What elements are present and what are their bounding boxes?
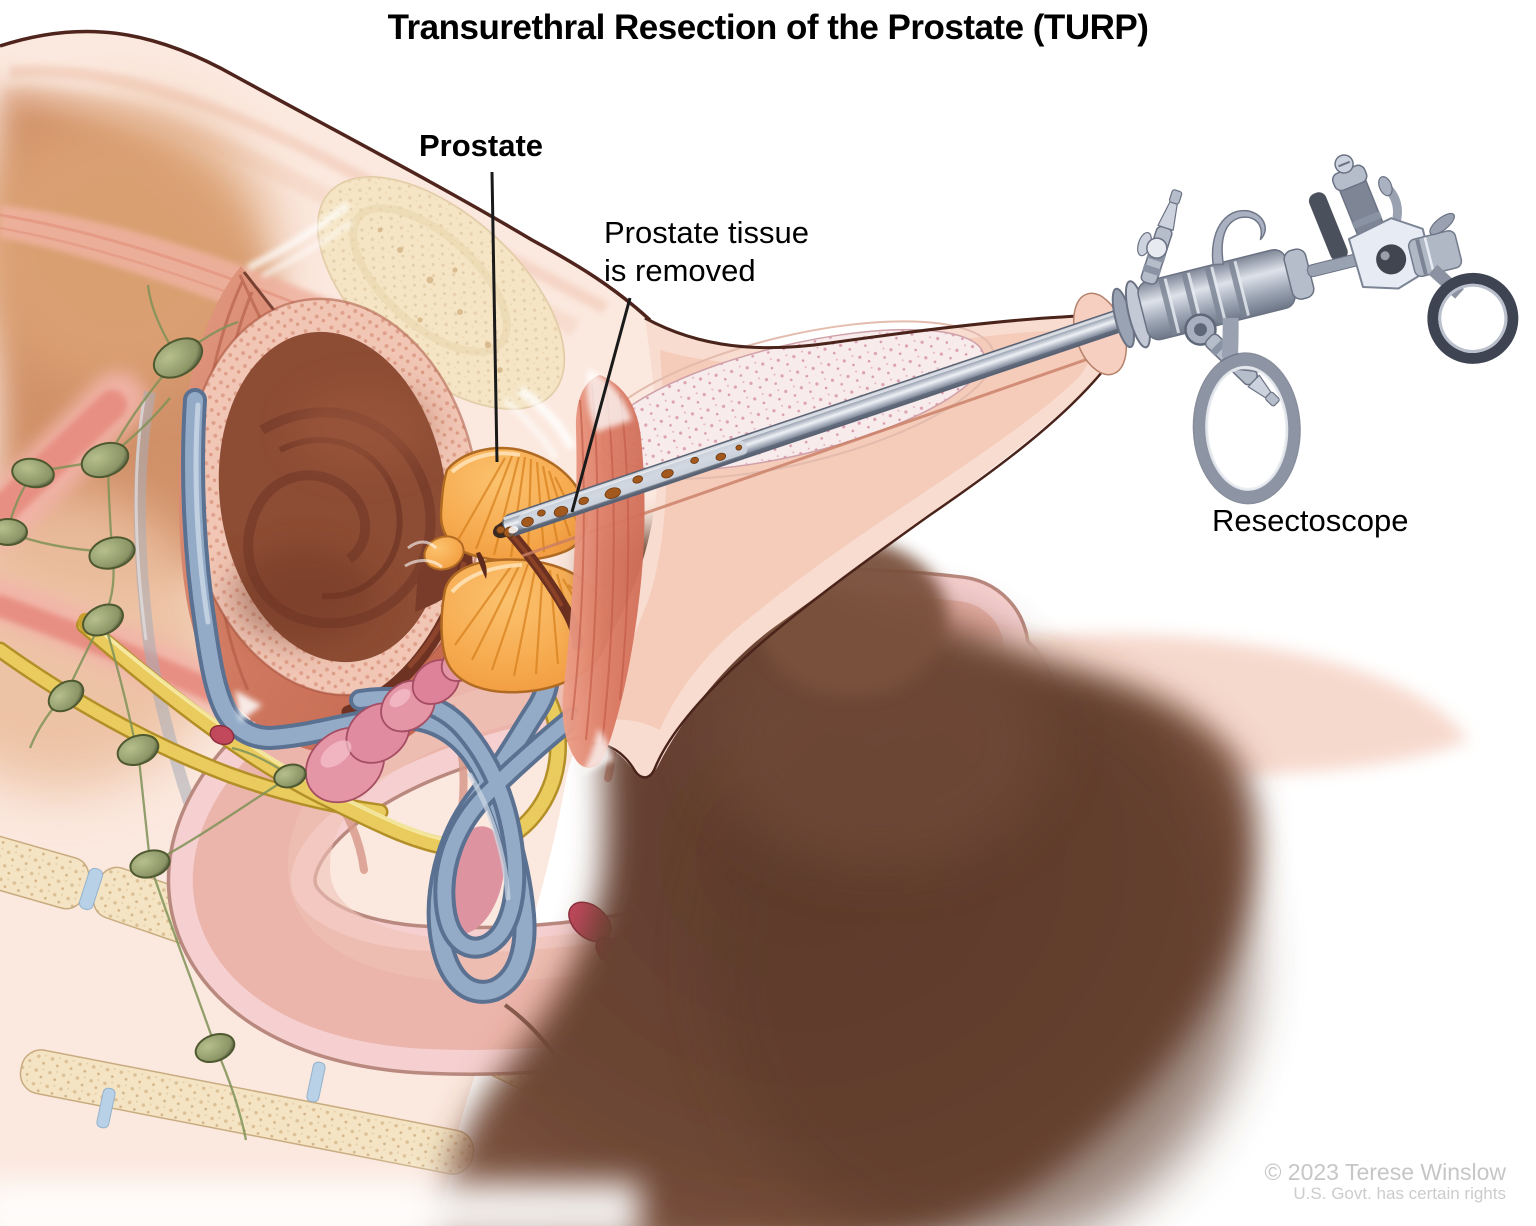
penis [521,292,1128,779]
resectoscope-shaft [492,306,1138,539]
bottom-fade [0,1182,640,1226]
leader-lines [490,171,632,513]
pubic-bone [246,176,577,460]
seminal-vesicle [304,624,522,804]
lymph-system [0,284,307,1141]
leader-line-prostate [490,171,499,463]
white-fascia-wisp [235,690,262,722]
stopcock-top [1137,189,1183,285]
penis-bottom-outline [591,371,1103,779]
leader-line-tissue [570,297,632,513]
prostate-label: Prostate [419,128,544,163]
lymph-nodes [0,337,307,1064]
finger-ring [1427,272,1519,364]
spring-lever [1211,210,1266,266]
rights-line: U.S. Govt. has certain rights [1293,1184,1506,1204]
prostate-tissue-label-line1: Prostate tissue [604,215,810,250]
vas-deferens [181,388,583,1004]
resectoscope-handle [1111,154,1519,505]
abdomen-outline [0,29,652,322]
page-title: Transurethral Resection of the Prostate … [387,8,1149,47]
copyright-line: © 2023 Terese Winslow [1264,1159,1506,1185]
penis-top-outline [644,312,1107,350]
bladder-interior-folds [233,386,436,643]
prostate [404,446,609,694]
copyright-credit: © 2023 Terese Winslow U.S. Govt. has cer… [1264,1159,1506,1204]
iliac-vessel-highlight [134,399,148,641]
shaft-window [518,440,748,529]
right-cylinder [1407,212,1463,278]
tissue-chips [496,444,743,538]
resectoscope-label: Resectoscope [1212,503,1409,538]
prostate-tissue-label-line2: is removed [604,253,756,288]
prostate-tissue-label: Prostate tissue is removed [604,214,809,290]
thumb-ring [1192,352,1301,505]
